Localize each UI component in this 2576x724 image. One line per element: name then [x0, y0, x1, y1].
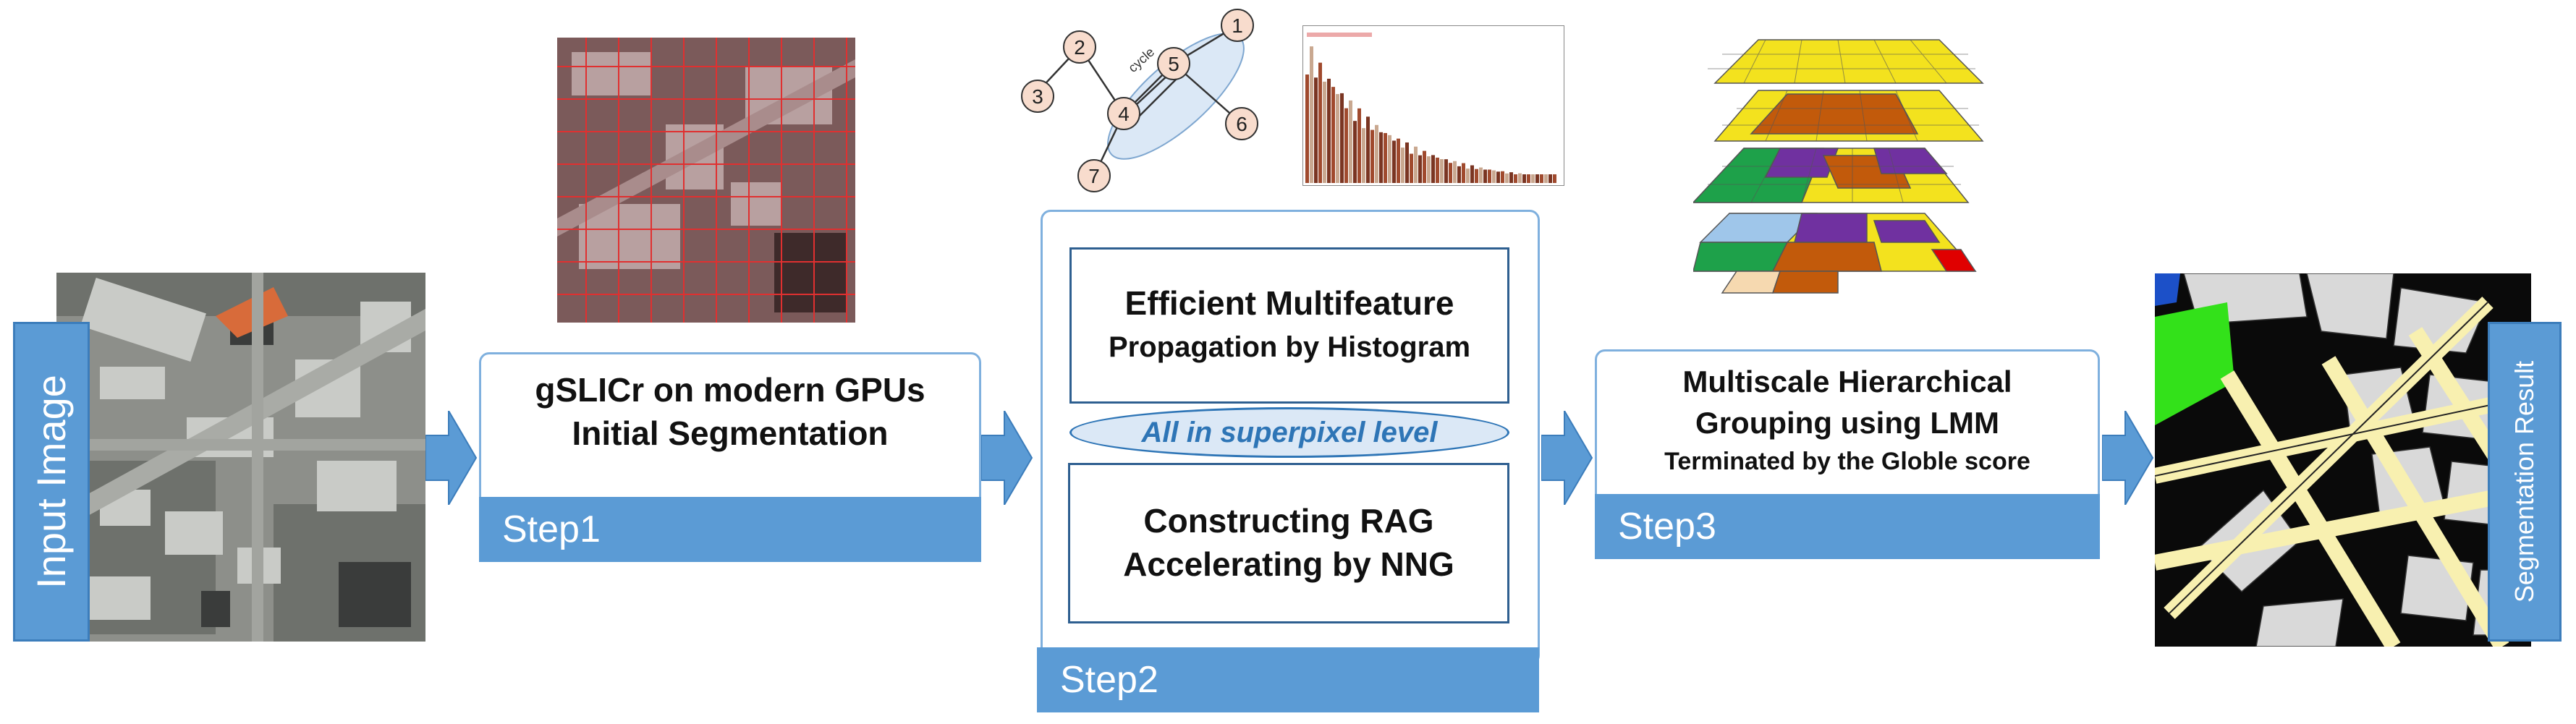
histogram-bar: [1362, 128, 1365, 183]
histogram-bar: [1331, 87, 1335, 183]
histogram-bar: [1479, 167, 1483, 183]
histogram-bar: [1483, 169, 1487, 183]
histogram-bar: [1349, 100, 1352, 183]
histogram-bar: [1501, 171, 1504, 183]
histogram-bar: [1553, 174, 1556, 183]
graph-node-6: 6: [1236, 113, 1247, 135]
histogram-bar: [1379, 132, 1383, 183]
step2-box2-line2: Accelerating by NNG: [1123, 545, 1454, 583]
histogram-bar: [1323, 81, 1326, 183]
histogram-bar: [1401, 148, 1404, 183]
histogram-bar: [1466, 169, 1470, 183]
histogram-bar: [1444, 159, 1448, 183]
superpixel-level-ellipse: All in superpixel level: [1069, 407, 1509, 458]
superpixel-image: [557, 38, 855, 323]
histogram-bar: [1305, 74, 1309, 183]
step2-box2-line1: Constructing RAG: [1143, 502, 1434, 540]
histogram-bar: [1410, 153, 1413, 183]
segmentation-result-label-text: Segmentation Result: [2509, 360, 2539, 603]
input-image-label: [13, 322, 90, 642]
histogram-bar: [1449, 163, 1452, 183]
histogram-bar: [1496, 171, 1500, 183]
step2-histogram-box: Efficient Multifeature Propagation by Hi…: [1069, 247, 1509, 404]
hierarchical-layers-image: [1692, 33, 2004, 322]
histogram-bar: [1384, 132, 1387, 183]
histogram-bar: [1336, 94, 1339, 183]
step2-box1-line2: Propagation by Histogram: [1108, 331, 1471, 363]
arrow-2: [981, 411, 1033, 505]
segmentation-result-image: [2153, 273, 2538, 651]
histogram-bar: [1509, 172, 1513, 183]
step2-rag-box: Constructing RAG Accelerating by NNG: [1068, 463, 1509, 623]
step1-line1: gSLICr on modern GPUs: [535, 371, 925, 409]
step2-label: Step2: [1037, 647, 1539, 712]
step2-box1-line1: Efficient Multifeature: [1124, 284, 1454, 323]
histogram-bar: [1457, 166, 1461, 183]
arrow-1: [425, 411, 478, 505]
histogram-bar: [1327, 78, 1331, 183]
histogram-bar: [1522, 174, 1526, 183]
histogram-bar: [1505, 173, 1509, 183]
graph-node-4: 4: [1118, 103, 1130, 125]
graph-cycle-label: cycle: [1125, 45, 1157, 75]
histogram-bar: [1453, 161, 1457, 183]
graph-node-2: 2: [1074, 36, 1085, 59]
step3-text: Multiscale Hierarchical Grouping using L…: [1595, 362, 2100, 480]
step3-line1: Multiscale Hierarchical: [1682, 365, 2012, 399]
histogram-bar: [1418, 155, 1422, 183]
histogram-bar: [1370, 129, 1374, 183]
histogram-bar: [1548, 174, 1552, 183]
histogram-image: [1302, 25, 1565, 187]
superpixel-level-text: All in superpixel level: [1141, 416, 1438, 448]
arrow-3: [1541, 411, 1593, 505]
histogram-bar: [1514, 174, 1517, 183]
graph-node-5: 5: [1168, 53, 1179, 75]
histogram-bar: [1440, 159, 1444, 183]
histogram-bar: [1318, 62, 1322, 183]
histogram-bar: [1492, 170, 1496, 183]
histogram-bar: [1540, 174, 1543, 183]
graph-node-7: 7: [1088, 165, 1100, 187]
histogram-bar: [1475, 169, 1478, 183]
histogram-bar: [1488, 169, 1491, 183]
arrow-4: [2102, 411, 2154, 505]
histogram-bar: [1427, 156, 1431, 183]
step3-line2: Grouping using LMM: [1695, 405, 1999, 440]
histogram-bar: [1462, 163, 1465, 183]
input-image-label-text: Input Image: [28, 375, 74, 589]
histogram-bar: [1405, 142, 1409, 183]
histogram-bar: [1431, 155, 1435, 183]
histogram-bar: [1357, 108, 1361, 183]
histogram-bar: [1535, 174, 1539, 183]
histogram-bar: [1314, 77, 1318, 183]
step3-line3: Terminated by the Globle score: [1664, 448, 2030, 476]
step3-label: Step3: [1595, 494, 2100, 559]
histogram-bar: [1414, 146, 1418, 183]
histogram-bar: [1340, 93, 1344, 183]
histogram-bar: [1388, 135, 1391, 183]
histogram-bar: [1397, 138, 1400, 183]
histogram-bar: [1353, 121, 1357, 183]
histogram-bar: [1344, 108, 1348, 183]
histogram-bar: [1392, 140, 1396, 183]
graph-node-1: 1: [1232, 14, 1243, 37]
histogram-bar: [1544, 174, 1548, 183]
histogram-bar: [1470, 165, 1474, 183]
graph-node-3: 3: [1032, 85, 1043, 108]
histogram-bar: [1531, 174, 1535, 183]
step1-label: Step1: [479, 497, 981, 562]
step1-text: gSLICr on modern GPUs Initial Segmentati…: [479, 369, 981, 456]
histogram-bar: [1366, 116, 1370, 183]
input-image: [56, 273, 425, 642]
region-adjacency-graph: 1 2 3 4 5 6 7 cycle: [1006, 4, 1281, 199]
histogram-bar: [1423, 150, 1426, 183]
step1-line2: Initial Segmentation: [572, 414, 889, 452]
histogram-bar: [1527, 174, 1530, 183]
histogram-bar: [1436, 157, 1439, 183]
segmentation-result-label: [2488, 322, 2562, 642]
histogram-bar: [1375, 124, 1378, 183]
histogram-bar: [1310, 46, 1313, 183]
histogram-bar: [1518, 173, 1522, 183]
